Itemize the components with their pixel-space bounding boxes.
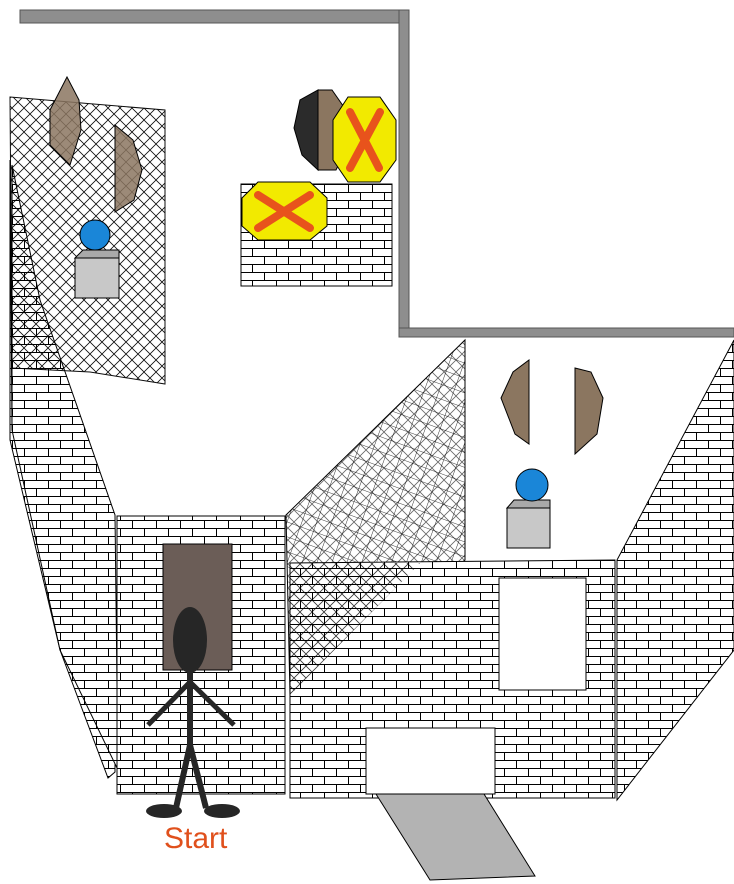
left-sphere-pedestal <box>73 219 120 299</box>
no-shoot-sign-upper-right <box>332 96 397 183</box>
exit-ramp <box>375 793 536 881</box>
figure-left-foot <box>146 804 182 818</box>
figure-left-arm <box>146 680 192 727</box>
target-right-left <box>500 359 530 445</box>
pedestal-right <box>506 507 551 549</box>
right-horizontal-wall <box>398 327 734 338</box>
door-opening <box>365 727 496 795</box>
right-vertical-wall <box>398 9 410 337</box>
figure-left-leg <box>173 744 193 809</box>
pedestal-right-top <box>505 499 551 509</box>
top-wall <box>19 9 407 24</box>
target-left-middle <box>114 123 143 213</box>
figure-head <box>173 607 207 673</box>
pedestal-left-top <box>73 249 120 259</box>
blue-sphere-icon <box>79 219 111 251</box>
target-right-right <box>574 367 604 456</box>
blue-sphere-icon <box>515 468 549 502</box>
right-angled-brick-wall <box>616 339 734 802</box>
figure-right-foot <box>204 804 240 818</box>
perimeter-walls <box>19 9 734 338</box>
figure-right-arm <box>188 680 236 727</box>
front-right-mesh-overlap <box>290 563 420 695</box>
figure-right-leg <box>187 744 209 809</box>
right-sphere-pedestal <box>505 468 551 549</box>
window-opening <box>498 577 587 691</box>
no-shoot-sign-upper-left <box>241 181 328 241</box>
x-mark-icon <box>346 108 384 172</box>
target-left-top <box>49 75 82 166</box>
x-mark-icon <box>254 191 314 232</box>
pedestal-left <box>74 257 120 299</box>
stick-figure-icon <box>146 607 240 818</box>
start-label: Start <box>164 822 228 855</box>
target-dark-upper <box>293 89 319 172</box>
